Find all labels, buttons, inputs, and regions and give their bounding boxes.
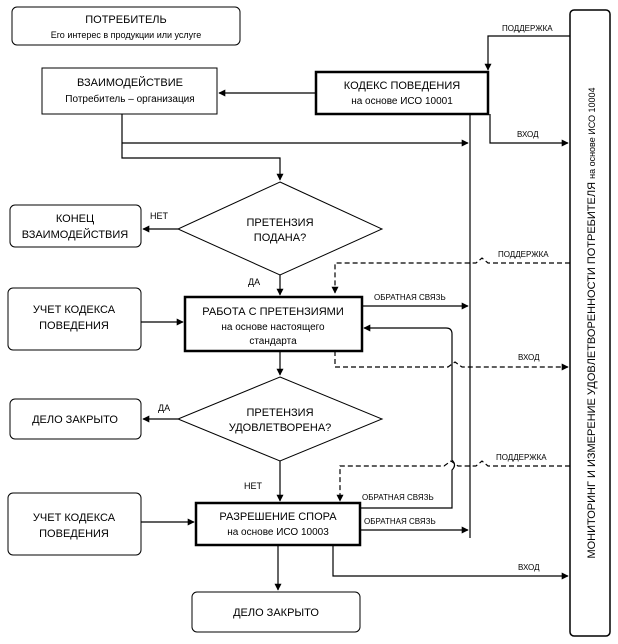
case-closed-box-2: ДЕЛО ЗАКРЫТО bbox=[191, 591, 361, 633]
code-of-conduct-subtitle: на основе ИСО 10001 bbox=[351, 96, 453, 107]
end-interaction-box: КОНЕЦ ВЗАИМОДЕЙСТВИЯ bbox=[9, 204, 142, 248]
consumer-box: ПОТРЕБИТЕЛЬ Его интерес в продукции или … bbox=[11, 6, 241, 46]
support-label-1: ПОДДЕРЖКА bbox=[502, 24, 553, 33]
complaints-handling-subtitle-1: на основе настоящего bbox=[221, 322, 325, 333]
decision-complaint-satisfied: ПРЕТЕНЗИЯ УДОВЛЕТВОРЕНА? bbox=[176, 376, 384, 462]
decision-2-line1: ПРЕТЕНЗИЯ bbox=[246, 407, 313, 419]
decision-complaint-filed: ПРЕТЕНЗИЯ ПОДАНА? bbox=[176, 181, 384, 276]
case-closed-1-label: ДЕЛО ЗАКРЫТО bbox=[32, 414, 118, 426]
monitoring-sub-text: на основе ИСО 10004 bbox=[587, 87, 597, 178]
support-arrow-1 bbox=[484, 35, 570, 71]
code-accounting-2-line2: ПОВЕДЕНИЯ bbox=[39, 528, 109, 540]
complaints-handling-box: РАБОТА С ПРЕТЕНЗИЯМИ на основе настоящег… bbox=[183, 295, 364, 353]
complaints-handling-title: РАБОТА С ПРЕТЕНЗИЯМИ bbox=[202, 306, 343, 318]
support-label-2: ПОДДЕРЖКА bbox=[498, 250, 549, 259]
dashed-connectors bbox=[331, 257, 570, 502]
consumer-subtitle: Его интерес в продукции или услуге bbox=[51, 30, 202, 40]
yes-label-1: ДА bbox=[248, 277, 260, 287]
feedback-label-3: ОБРАТНАЯ СВЯЗЬ bbox=[364, 517, 436, 526]
support-arrow-2 bbox=[331, 257, 570, 294]
input-arrow-2 bbox=[334, 351, 569, 371]
monitoring-main-text: МОНИТОРИНГ И ИЗМЕРЕНИЕ УДОВЛЕТВОРЕННОСТИ… bbox=[586, 182, 598, 559]
case-closed-box-1: ДЕЛО ЗАКРЫТО bbox=[9, 398, 142, 440]
monitoring-title: МОНИТОРИНГ И ИЗМЕРЕНИЕ УДОВЛЕТВОРЕННОСТИ… bbox=[586, 87, 598, 558]
interaction-box: ВЗАИМОДЕЙСТВИЕ Потребитель – организация bbox=[41, 67, 218, 115]
support-arrow-3 bbox=[336, 460, 570, 502]
dispute-resolution-subtitle: на основе ИСО 10003 bbox=[227, 527, 329, 538]
consumer-title: ПОТРЕБИТЕЛЬ bbox=[85, 14, 166, 26]
code-accounting-box-2: УЧЕТ КОДЕКСА ПОВЕДЕНИЯ bbox=[7, 492, 142, 556]
code-accounting-2-line1: УЧЕТ КОДЕКСА bbox=[33, 512, 116, 524]
decision-2-line2: УДОВЛЕТВОРЕНА? bbox=[229, 422, 332, 434]
feedback-label-2: ОБРАТНАЯ СВЯЗЬ bbox=[362, 493, 434, 502]
code-accounting-1-line1: УЧЕТ КОДЕКСА bbox=[33, 304, 116, 316]
code-accounting-box-1: УЧЕТ КОДЕКСА ПОВЕДЕНИЯ bbox=[7, 287, 142, 351]
input-arrow-1 bbox=[489, 114, 569, 147]
input-label-3: ВХОД bbox=[518, 563, 540, 572]
interaction-subtitle: Потребитель – организация bbox=[65, 93, 194, 105]
input-label-2: ВХОД bbox=[518, 353, 540, 362]
connectors bbox=[121, 35, 570, 591]
complaints-handling-subtitle-2: стандарта bbox=[249, 336, 297, 347]
support-label-3: ПОДДЕРЖКА bbox=[496, 453, 547, 462]
code-accounting-1-line2: ПОВЕДЕНИЯ bbox=[39, 320, 109, 332]
monitoring-box: МОНИТОРИНГ И ИЗМЕРЕНИЕ УДОВЛЕТВОРЕННОСТИ… bbox=[569, 9, 611, 637]
no-label-1: НЕТ bbox=[150, 211, 169, 221]
feedback-label-1: ОБРАТНАЯ СВЯЗЬ bbox=[374, 293, 446, 302]
no-label-2: НЕТ bbox=[244, 481, 263, 491]
dispute-resolution-title: РАЗРЕШЕНИЕ СПОРА bbox=[219, 511, 337, 523]
case-closed-2-label: ДЕЛО ЗАКРЫТО bbox=[233, 607, 319, 619]
dispute-resolution-box: РАЗРЕШЕНИЕ СПОРА на основе ИСО 10003 bbox=[194, 501, 362, 547]
end-interaction-line1: КОНЕЦ bbox=[56, 213, 94, 225]
end-interaction-line2: ВЗАИМОДЕЙСТВИЯ bbox=[22, 228, 129, 241]
feedback-arrow-2 bbox=[360, 324, 456, 509]
yes-label-2: ДА bbox=[158, 403, 170, 413]
code-of-conduct-title: КОДЕКС ПОВЕДЕНИЯ bbox=[344, 80, 460, 92]
decision-1-line1: ПРЕТЕНЗИЯ bbox=[246, 217, 313, 229]
code-of-conduct-box: КОДЕКС ПОВЕДЕНИЯ на основе ИСО 10001 bbox=[314, 70, 490, 116]
interaction-to-decision-arrow bbox=[121, 114, 284, 181]
interaction-title: ВЗАИМОДЕЙСТВИЕ bbox=[77, 76, 183, 89]
input-label-1: ВХОД bbox=[517, 130, 539, 139]
input-arrow-3 bbox=[332, 545, 569, 580]
decision-1-line2: ПОДАНА? bbox=[254, 232, 306, 244]
